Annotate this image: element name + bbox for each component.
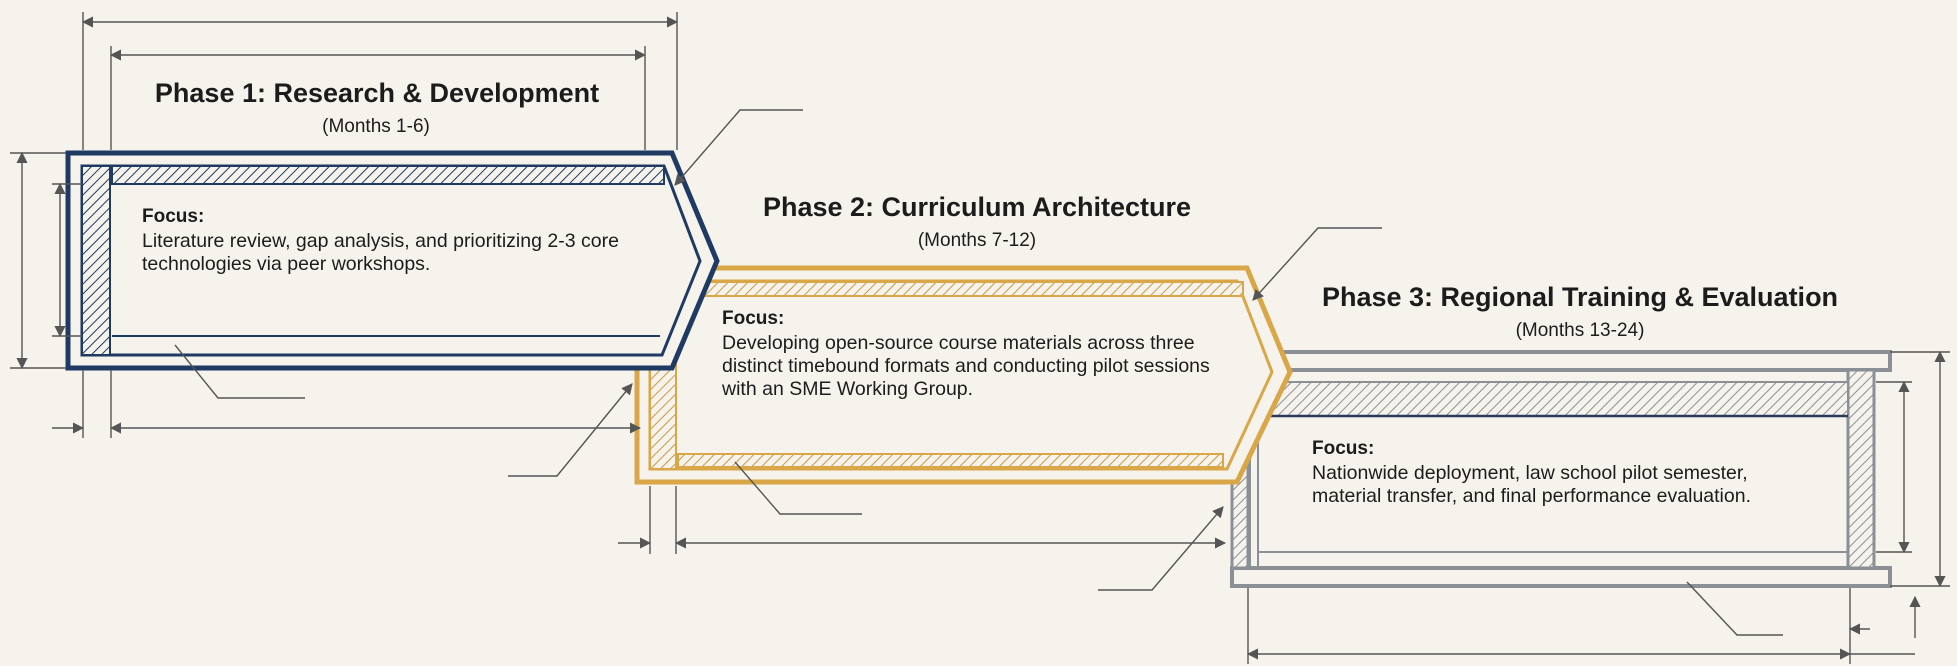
phase-1-focus-label: Focus: xyxy=(142,206,205,227)
dimension-lines xyxy=(10,12,1950,664)
phase-2-focus-label: Focus: xyxy=(722,308,785,329)
phase-2-focus-text: Developing open-source course materials … xyxy=(722,332,1210,400)
phase-2-block xyxy=(634,265,1293,485)
phase-3-focus-text: Nationwide deployment, law school pilot … xyxy=(1312,462,1751,507)
phase-1-duration: (Months 1-6) xyxy=(322,116,430,137)
phase-3-duration: (Months 13-24) xyxy=(1515,320,1645,341)
phase-2-title: Phase 2: Curriculum Architecture xyxy=(762,192,1192,222)
phase-3-title: Phase 3: Regional Training & Evaluation xyxy=(1321,282,1839,312)
phase-1-title: Phase 1: Research & Development xyxy=(154,78,600,108)
phase-1-block xyxy=(65,150,720,371)
phase-1-focus-text: Literature review, gap analysis, and pri… xyxy=(142,230,619,275)
phase-2-duration: (Months 7-12) xyxy=(917,230,1037,251)
phase-3-focus-label: Focus: xyxy=(1312,438,1375,459)
